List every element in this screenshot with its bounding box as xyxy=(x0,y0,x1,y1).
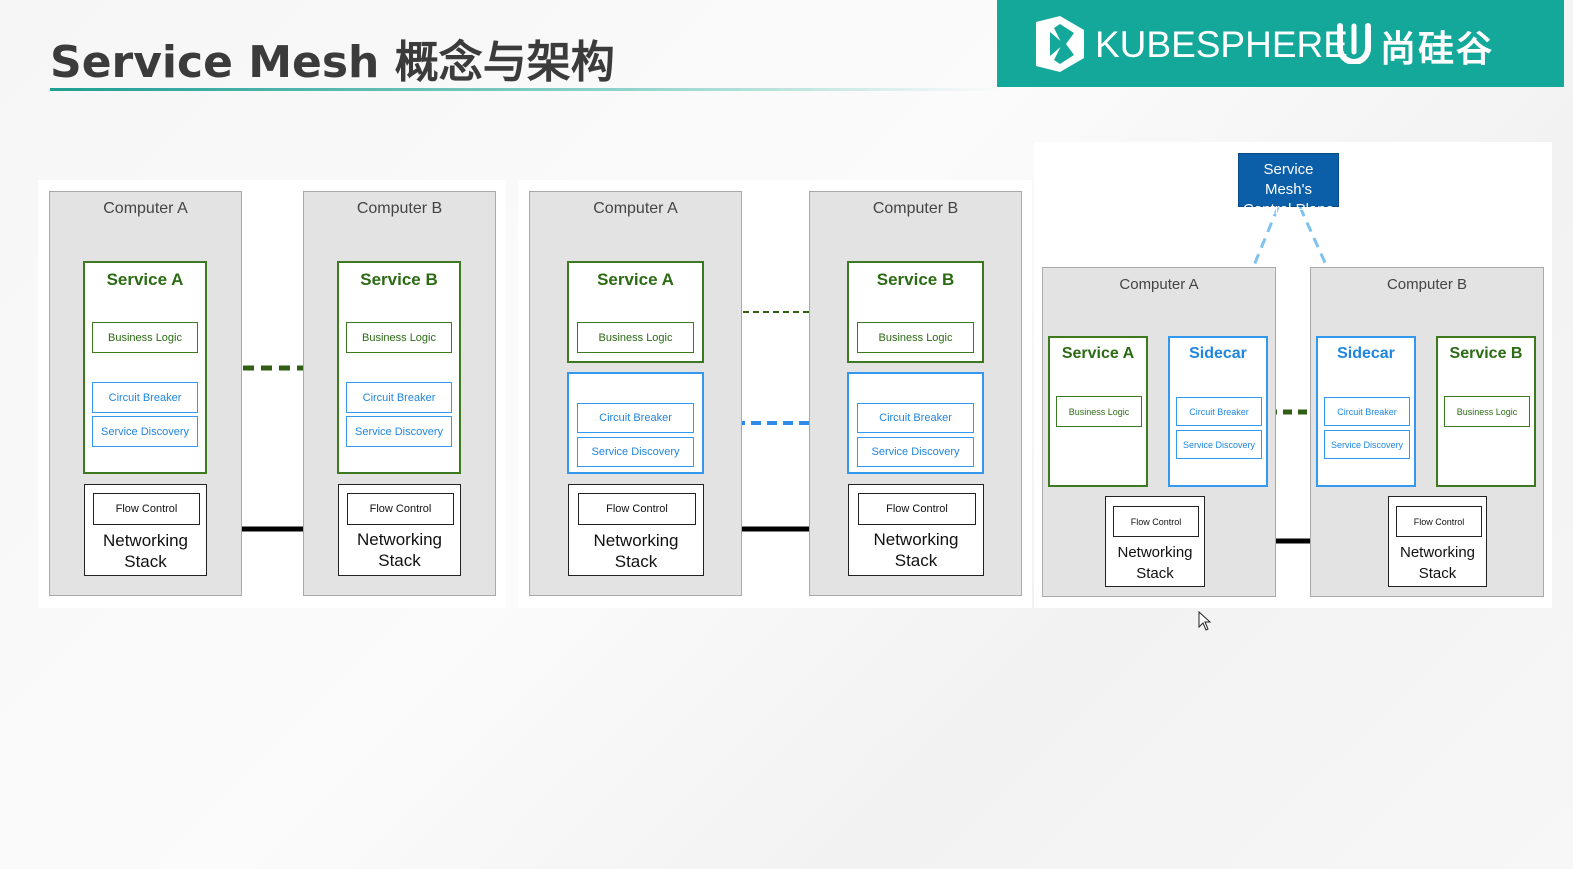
flow-control: Flow Control xyxy=(858,493,976,525)
stack-label: Stack xyxy=(894,551,938,570)
networking-label: Networking xyxy=(1117,544,1193,561)
sidecar-title: Sidecar xyxy=(1337,345,1395,362)
flow-control: Flow Control xyxy=(347,493,454,525)
computer-label: Computer A xyxy=(103,200,188,217)
computer-label: Computer B xyxy=(872,200,959,217)
flow-control: Flow Control xyxy=(1113,506,1199,537)
control-plane-line1: Service Mesh's xyxy=(1263,161,1314,198)
d2-service-discovery-b: Service Discovery xyxy=(857,437,974,467)
computer-label: Computer B xyxy=(356,200,443,217)
networking-label: Networking xyxy=(1399,544,1476,561)
flow-control: Flow Control xyxy=(578,493,696,525)
brand-name: KUBESPHERE xyxy=(1095,24,1348,65)
d2-circuit-breaker-b: Circuit Breaker xyxy=(857,403,974,433)
d1-business-logic-a: Business Logic xyxy=(92,322,198,353)
stack-label: Stack xyxy=(614,552,658,571)
service-title: Service B xyxy=(876,270,955,289)
d3-business-logic-a: Business Logic xyxy=(1056,396,1142,427)
computer-label: Computer A xyxy=(593,200,678,217)
service-title: Service A xyxy=(106,270,184,289)
mouse-cursor-icon xyxy=(1198,611,1212,631)
networking-label: Networking xyxy=(873,530,959,549)
networking-label: Networking xyxy=(593,531,679,550)
flow-control: Flow Control xyxy=(1396,506,1482,537)
service-title: Service A xyxy=(597,270,674,289)
d3-service-discovery-a: Service Discovery xyxy=(1176,430,1262,459)
service-title: Service A xyxy=(1061,345,1135,362)
computer-label: Computer B xyxy=(1386,276,1468,293)
d1-service-discovery-b: Service Discovery xyxy=(346,416,452,447)
stack-label: Stack xyxy=(378,551,421,570)
d2-networking-stack-b: Flow Control Networking Stack xyxy=(848,484,984,576)
atguigu-logo-icon xyxy=(1337,23,1371,64)
d1-networking-stack-b: Flow Control Networking Stack xyxy=(338,484,461,576)
stack-label: Stack xyxy=(1136,565,1174,582)
networking-label: Networking xyxy=(356,530,443,549)
control-plane-line2: Control Plane xyxy=(1243,201,1334,218)
d1-business-logic-b: Business Logic xyxy=(346,322,452,353)
d1-circuit-breaker-b: Circuit Breaker xyxy=(346,382,452,413)
d3-service-discovery-b: Service Discovery xyxy=(1324,430,1410,459)
title-underline xyxy=(50,88,1000,91)
control-plane-box: Service Mesh's Control Plane xyxy=(1238,153,1339,218)
d3-circuit-breaker-a: Circuit Breaker xyxy=(1176,397,1262,426)
d2-service-discovery-a: Service Discovery xyxy=(577,437,694,467)
stack-label: Stack xyxy=(124,552,167,571)
d3-business-logic-b: Business Logic xyxy=(1444,396,1530,427)
d3-networking-stack-b: Flow Control Networking Stack xyxy=(1388,496,1487,587)
d2-circuit-breaker-a: Circuit Breaker xyxy=(577,403,694,433)
service-title: Service B xyxy=(360,270,438,289)
d1-networking-stack-a: Flow Control Networking Stack xyxy=(84,484,207,576)
service-title: Service B xyxy=(1449,345,1523,362)
networking-label: Networking xyxy=(102,531,189,550)
d1-service-discovery-a: Service Discovery xyxy=(92,416,198,447)
d3-networking-stack-a: Flow Control Networking Stack xyxy=(1105,496,1205,587)
d1-circuit-breaker-a: Circuit Breaker xyxy=(92,382,198,413)
brand-partner: 尚硅谷 xyxy=(1380,29,1495,70)
brand-banner xyxy=(997,0,1564,87)
computer-label: Computer A xyxy=(1119,276,1199,293)
page-title: Service Mesh 概念与架构 xyxy=(50,37,615,88)
d3-circuit-breaker-b: Circuit Breaker xyxy=(1324,397,1410,426)
flow-control: Flow Control xyxy=(93,493,200,525)
d2-networking-stack-a: Flow Control Networking Stack xyxy=(568,484,704,576)
sidecar-title: Sidecar xyxy=(1189,345,1247,362)
d2-business-logic-a: Business Logic xyxy=(577,322,694,353)
d2-business-logic-b: Business Logic xyxy=(857,322,974,353)
stack-label: Stack xyxy=(1418,565,1457,582)
kubesphere-logo-icon xyxy=(1036,16,1084,72)
